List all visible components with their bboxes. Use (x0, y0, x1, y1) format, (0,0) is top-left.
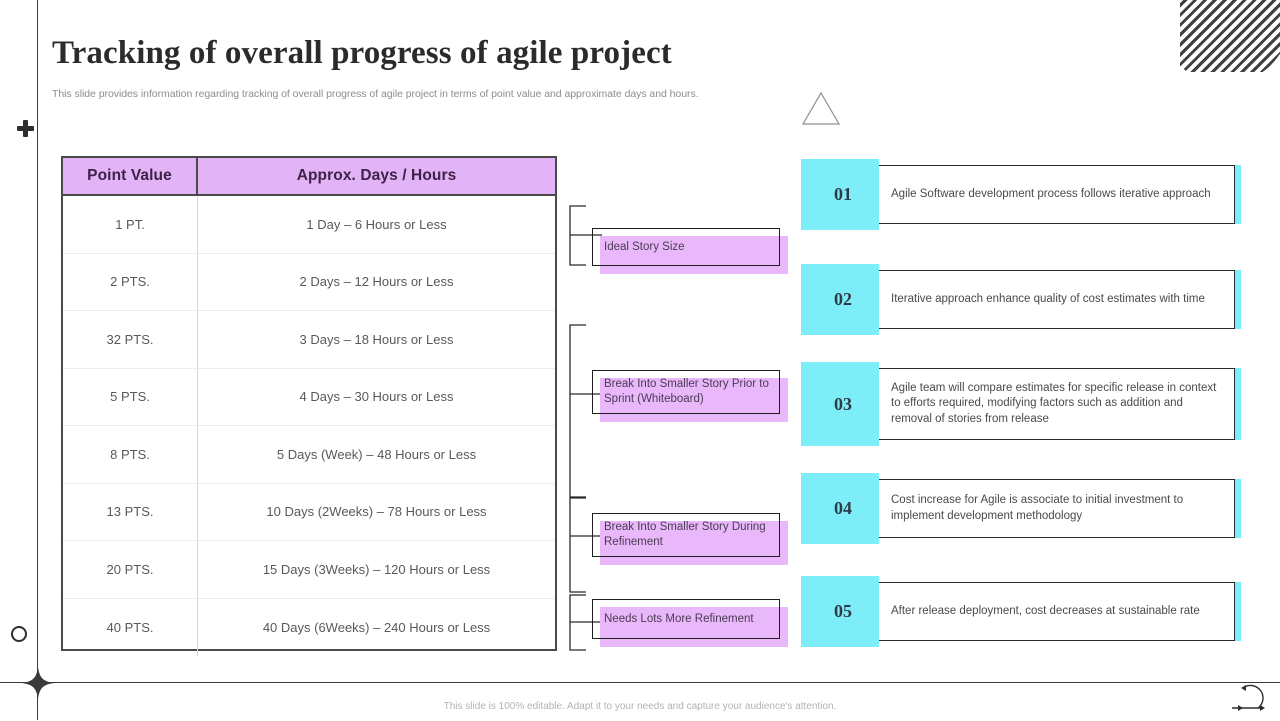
cell-point-value: 32 PTS. (63, 311, 198, 368)
cell-point-value: 5 PTS. (63, 368, 198, 425)
panel-03[interactable]: 03 Agile team will compare estimates for… (801, 362, 1241, 446)
panel-text: Agile team will compare estimates for sp… (891, 381, 1217, 425)
left-vertical-rule (37, 0, 38, 720)
footer-note: This slide is 100% editable. Adapt it to… (443, 701, 837, 712)
panel-text: Iterative approach enhance quality of co… (891, 292, 1205, 305)
cell-duration: 15 Days (3Weeks) – 120 Hours or Less (262, 561, 491, 577)
column-header-point-value: Point Value (63, 158, 198, 194)
cell-point-value: 2 PTS. (63, 253, 198, 310)
table-row[interactable]: 5 PTS. 4 Days – 30 Hours or Less (63, 368, 555, 426)
panel-text: Agile Software development process follo… (891, 187, 1211, 200)
sparkle-icon (22, 667, 54, 699)
callout-ideal-story-size[interactable]: Ideal Story Size (592, 228, 788, 274)
callout-frame (592, 228, 780, 266)
callout-frame (592, 370, 780, 414)
cell-duration: 3 Days – 18 Hours or Less (299, 331, 454, 347)
table-row[interactable]: 40 PTS. 40 Days (6Weeks) – 240 Hours or … (63, 598, 555, 656)
callout-label: Ideal Story Size (604, 240, 685, 253)
bracket-connectors (556, 150, 602, 660)
point-value-table: Point Value Approx. Days / Hours 1 PT. 1… (61, 156, 557, 656)
callout-fill (600, 378, 788, 422)
callout-fill (600, 236, 788, 274)
refresh-loop-icon (1222, 676, 1268, 716)
cell-point-value: 20 PTS. (63, 541, 198, 598)
cell-point-value: 13 PTS. (63, 483, 198, 540)
callout-needs-more-refinement[interactable]: Needs Lots More Refinement (592, 599, 788, 647)
panel-number: 03 (807, 368, 879, 440)
page-subtitle: This slide provides information regardin… (52, 88, 699, 100)
cell-point-value: 8 PTS. (63, 426, 198, 483)
triangle-icon (800, 90, 842, 128)
table-row[interactable]: 1 PT. 1 Day – 6 Hours or Less (63, 196, 555, 254)
panel-text: Cost increase for Agile is associate to … (891, 494, 1184, 522)
cell-duration: 2 Days – 12 Hours or Less (299, 274, 454, 290)
panel-number: 01 (807, 165, 879, 224)
circle-icon (11, 626, 27, 642)
callout-break-during-refinement[interactable]: Break Into Smaller Story During Refineme… (592, 513, 788, 565)
callout-fill (600, 607, 788, 647)
panel-02[interactable]: 02 Iterative approach enhance quality of… (801, 264, 1241, 335)
panel-number: 05 (807, 582, 879, 641)
table-row[interactable]: 13 PTS. 10 Days (2Weeks) – 78 Hours or L… (63, 483, 555, 541)
panel-01[interactable]: 01 Agile Software development process fo… (801, 159, 1241, 230)
cell-point-value: 1 PT. (63, 196, 198, 253)
panel-number: 02 (807, 270, 879, 329)
panel-04[interactable]: 04 Cost increase for Agile is associate … (801, 473, 1241, 544)
panel-text: After release deployment, cost decreases… (891, 604, 1200, 617)
page-title: Tracking of overall progress of agile pr… (52, 35, 672, 71)
callout-label: Needs Lots More Refinement (604, 612, 754, 625)
callout-break-prior-to-sprint[interactable]: Break Into Smaller Story Prior to Sprint… (592, 370, 788, 422)
table-row[interactable]: 20 PTS. 15 Days (3Weeks) – 120 Hours or … (63, 541, 555, 599)
table-row[interactable]: 32 PTS. 3 Days – 18 Hours or Less (63, 311, 555, 369)
column-header-approx-days-hours: Approx. Days / Hours (296, 167, 457, 184)
panel-05[interactable]: 05 After release deployment, cost decrea… (801, 576, 1241, 647)
cell-point-value: 40 PTS. (63, 598, 198, 656)
callout-frame (592, 599, 780, 639)
cell-duration: 5 Days (Week) – 48 Hours or Less (276, 446, 477, 462)
table-header-row: Point Value Approx. Days / Hours (63, 158, 555, 196)
table-row[interactable]: 8 PTS. 5 Days (Week) – 48 Hours or Less (63, 426, 555, 484)
callout-fill (600, 521, 788, 565)
bottom-horizontal-rule (0, 682, 1280, 683)
callout-frame (592, 513, 780, 557)
callout-label: Break Into Smaller Story During Refineme… (604, 521, 766, 548)
cell-duration: 40 Days (6Weeks) – 240 Hours or Less (262, 619, 491, 635)
cell-duration: 10 Days (2Weeks) – 78 Hours or Less (266, 504, 487, 520)
cell-duration: 4 Days – 30 Hours or Less (299, 389, 454, 405)
callout-label: Break Into Smaller Story Prior to Sprint… (604, 378, 769, 405)
plus-icon (17, 120, 34, 137)
cell-duration: 1 Day – 6 Hours or Less (306, 216, 447, 232)
table-row[interactable]: 2 PTS. 2 Days – 12 Hours or Less (63, 253, 555, 311)
panel-number: 04 (807, 479, 879, 538)
striped-corner-decoration (1180, 0, 1280, 72)
